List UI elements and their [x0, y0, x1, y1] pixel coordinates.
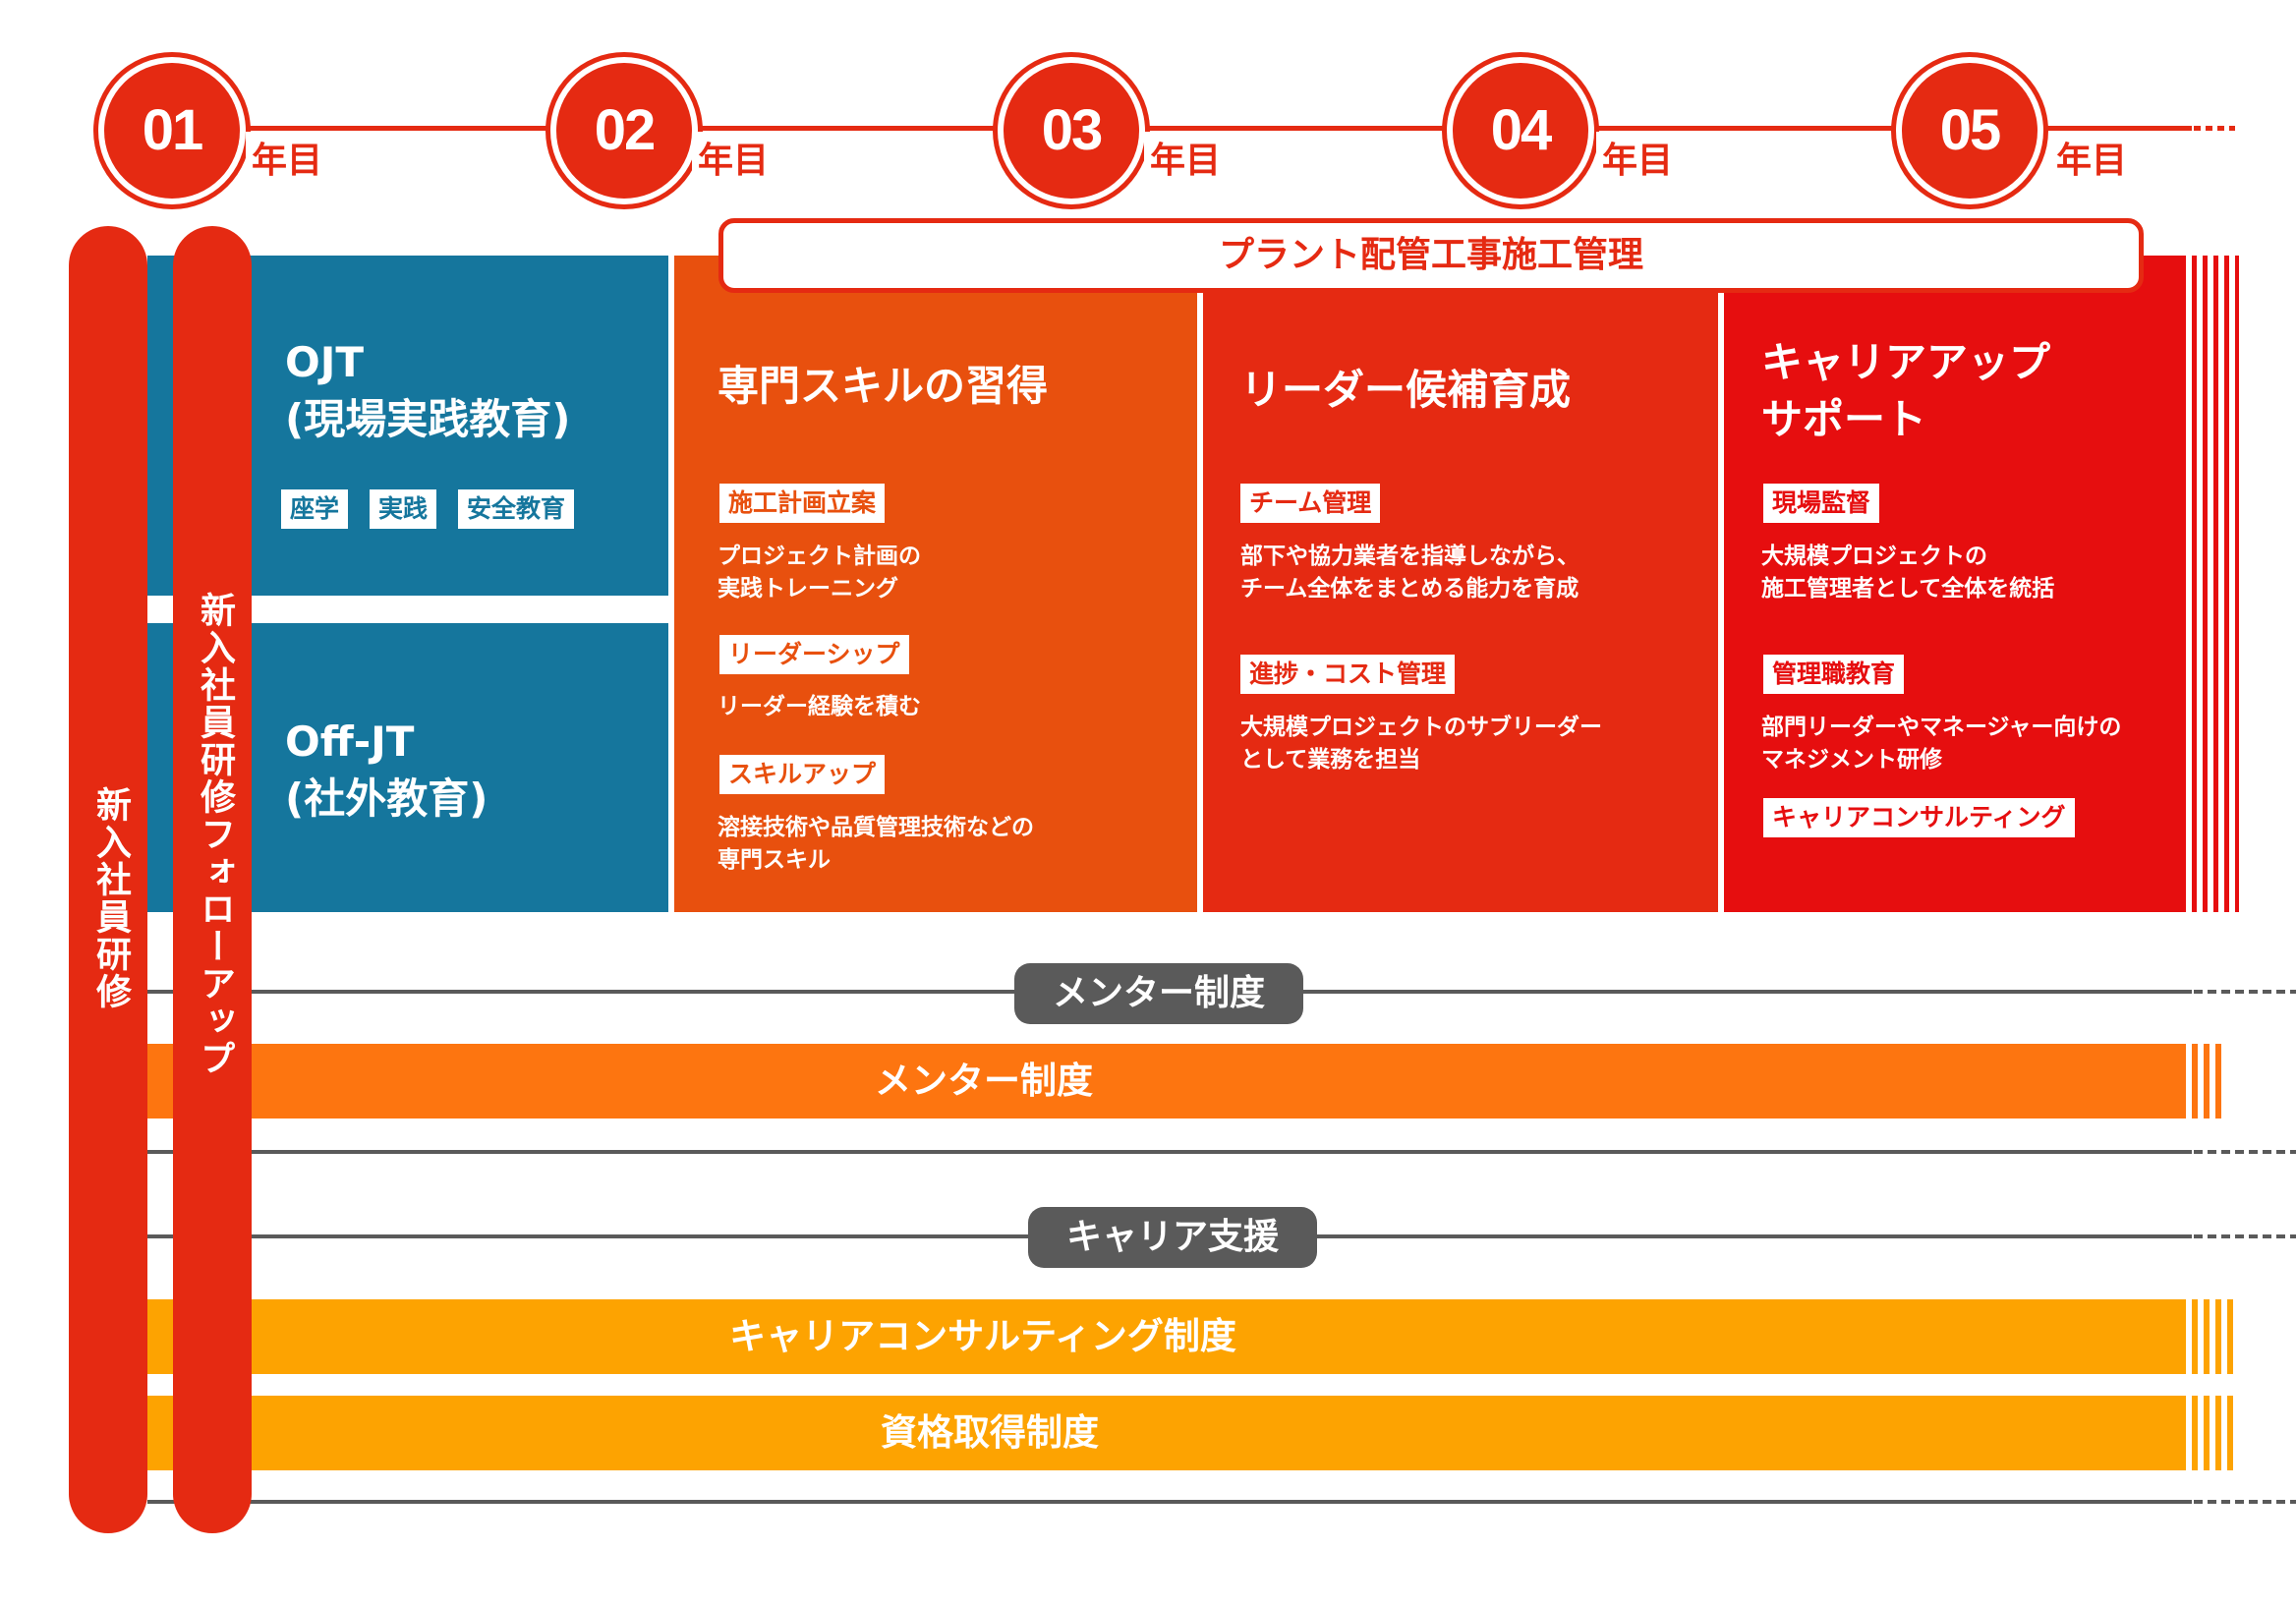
plant-banner-text: プラント配管工事施工管理 [1218, 235, 1643, 275]
mentor-bar-stripes [2192, 1044, 2225, 1118]
line-dash [2194, 1150, 2296, 1154]
desc-line: リーダー経験を積む [718, 694, 921, 719]
desc-line: チーム全体をまとめる能力を育成 [1240, 576, 1579, 602]
new-hire-training-label: 新入社員研修 [90, 786, 131, 1010]
career-bar-stripes [2192, 1299, 2239, 1374]
certification-bar-label: 資格取得制度 [881, 1411, 1099, 1454]
stage1-title: 専門スキルの習得 [718, 362, 1049, 410]
stage2-tag: チーム管理 [1240, 484, 1381, 523]
stage2-desc: 部下や協力業者を指導しながら、 チーム全体をまとめる能力を育成 [1240, 541, 1579, 605]
desc-line: 施工管理者として全体を統括 [1761, 576, 2055, 602]
year-number: 03 [1041, 98, 1104, 162]
stage3-tag: キャリアコンサルティング [1763, 798, 2075, 837]
year-label: 年目 [1144, 132, 1228, 183]
stage2-tag: 進捗・コスト管理 [1240, 655, 1456, 694]
stage3-desc: 部門リーダーやマネージャー向けの マネジメント研修 [1761, 712, 2121, 776]
certification-bar: 資格取得制度 [147, 1396, 2186, 1470]
ojt-title-line2: (現場実践教育) [285, 395, 571, 443]
ojt-tag: 安全教育 [458, 489, 575, 529]
ojt-tag: 座学 [281, 489, 349, 529]
certification-bar-stripes [2192, 1396, 2239, 1470]
stage1-desc: リーダー経験を積む [718, 691, 921, 723]
lower-line-bottom [147, 1500, 2192, 1504]
ojt-tag: 実践 [370, 489, 437, 529]
year-label: 年目 [246, 132, 329, 183]
career-consulting-bar: キャリアコンサルティング制度 [147, 1299, 2186, 1374]
plant-banner: プラント配管工事施工管理 [718, 218, 2144, 293]
mentor-bar-label: メンター制度 [875, 1060, 1093, 1102]
year-label: 年目 [2050, 132, 2134, 183]
stage3-title-line1: キャリアアップ [1761, 338, 2051, 386]
stage-continuation-stripes [2192, 256, 2239, 912]
stage3-title-line2: サポート [1761, 395, 1927, 443]
line-dash [2194, 1500, 2296, 1504]
year-number: 05 [1939, 98, 2002, 162]
stage1-tag: スキルアップ [719, 755, 886, 794]
year-circle: 04 [1453, 63, 1588, 199]
stage3-desc: 大規模プロジェクトの 施工管理者として全体を統括 [1761, 541, 2054, 605]
stage3-tag: 管理職教育 [1763, 655, 1905, 694]
line-dash [2194, 990, 2296, 994]
desc-line: 溶接技術や品質管理技術などの [718, 815, 1034, 840]
ojt-title: OJT (現場実践教育) [285, 334, 570, 448]
followup-training-bar [173, 226, 252, 1533]
desc-line: 大規模プロジェクトの [1761, 544, 1987, 569]
year-circle: 02 [556, 63, 692, 199]
year-number: 02 [594, 98, 657, 162]
year-circle: 05 [1902, 63, 2038, 199]
year-circle: 01 [104, 63, 240, 199]
career-pill: キャリア支援 [1028, 1207, 1317, 1268]
stage2-panel [1203, 256, 1718, 912]
desc-line: として業務を担当 [1240, 747, 1421, 773]
stage1-tag: 施工計画立案 [719, 484, 886, 523]
year-circle: 03 [1004, 63, 1139, 199]
new-hire-training-bar [69, 226, 147, 1533]
desc-line: 専門スキル [718, 847, 831, 873]
timeline-dash [2194, 126, 2235, 131]
desc-line: プロジェクト計画の [718, 544, 921, 569]
offjt-title-line2: (社外教育) [285, 774, 488, 823]
career-consulting-bar-label: キャリアコンサルティング制度 [729, 1315, 1236, 1357]
stage2-desc: 大規模プロジェクトのサブリーダー として業務を担当 [1240, 712, 1602, 776]
desc-line: 大規模プロジェクトのサブリーダー [1240, 715, 1602, 740]
offjt-title-line1: Off-JT [285, 717, 415, 766]
stage1-panel [674, 256, 1197, 912]
line-dash [2194, 1234, 2296, 1238]
mentor-bar: メンター制度 [147, 1044, 2186, 1118]
mentor-line-bottom [147, 1150, 2192, 1154]
stage3-tag: 現場監督 [1763, 484, 1880, 523]
desc-line: 部下や協力業者を指導しながら、 [1240, 544, 1579, 569]
stage1-desc: 溶接技術や品質管理技術などの 専門スキル [718, 812, 1034, 877]
desc-line: 部門リーダーやマネージャー向けの [1761, 715, 2122, 740]
year-label: 年目 [1596, 132, 1680, 183]
year-number: 04 [1490, 98, 1553, 162]
year-label: 年目 [692, 132, 775, 183]
followup-training-label: 新入社員研修フォローアップ [195, 592, 235, 1077]
year-number: 01 [142, 98, 204, 162]
timeline-line [108, 126, 2192, 131]
offjt-title: Off-JT (社外教育) [285, 714, 488, 828]
stage1-tag: リーダーシップ [719, 635, 909, 674]
desc-line: 実践トレーニング [718, 576, 898, 602]
desc-line: マネジメント研修 [1761, 747, 1942, 773]
stage2-title: リーダー候補育成 [1240, 366, 1572, 414]
stage1-desc: プロジェクト計画の 実践トレーニング [718, 541, 921, 605]
stage3-title: キャリアアップ サポート [1761, 334, 2050, 448]
mentor-pill: メンター制度 [1014, 963, 1303, 1024]
ojt-title-line1: OJT [285, 338, 364, 386]
